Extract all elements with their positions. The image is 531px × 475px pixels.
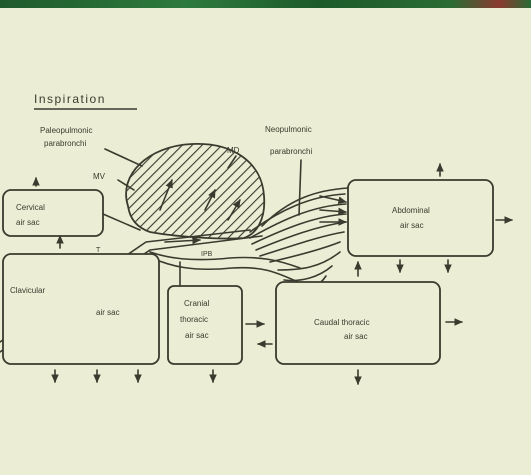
paleopulmonic-label: Paleopulmonic [40,126,92,135]
neopulmonic-label-2: parabronchi [270,147,312,156]
cervical-air-sac [3,190,103,236]
clavicular-label: Clavicular [10,286,45,295]
cranial-label-2: thoracic [180,315,208,324]
cranial-thoracic-air-sac [168,286,242,364]
cranial-label: Cranial [184,299,210,308]
cranial-label-3: air sac [185,331,209,340]
mv-label: MV [93,172,106,181]
caudal-label: Caudal thoracic [314,318,370,327]
cervical-label: Cervical [16,203,45,212]
cervical-label-2: air sac [16,218,40,227]
abdominal-label-2: air sac [400,221,424,230]
neopulmonic-leader [299,160,301,215]
neopulmonic-label: Neopulmonic [265,125,312,134]
t-label: T [96,247,101,254]
ipb-label: IPB [201,251,213,258]
clavicular-air-sac [3,254,159,364]
clavicular-label-2: air sac [96,308,120,317]
abdominal-air-sac [348,180,493,256]
paleopulmonic-leader [105,149,142,166]
caudal-label-2: air sac [344,332,368,341]
abdominal-label: Abdominal [392,206,430,215]
paleopulmonic-lung [126,144,264,239]
diagram-title: Inspiration [34,92,106,106]
paleopulmonic-label-2: parabronchi [44,139,86,148]
